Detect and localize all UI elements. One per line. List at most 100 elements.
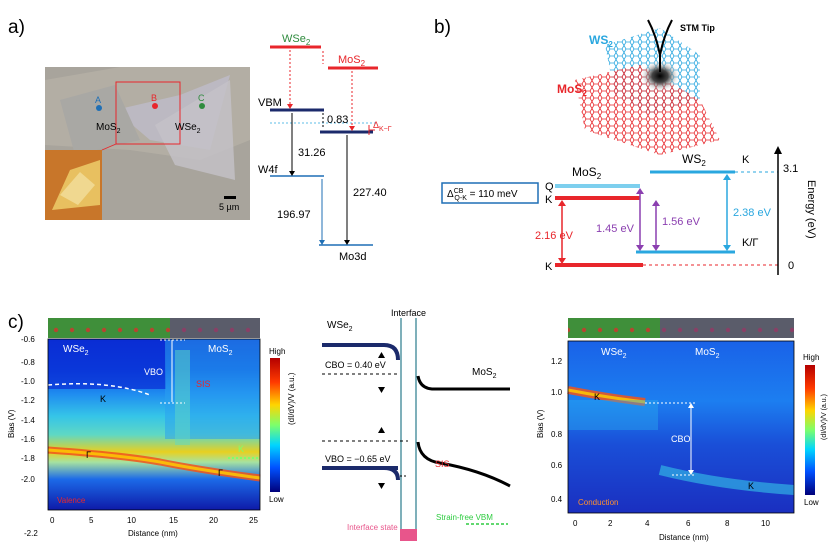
a-delta-label: ΔK−Γ	[373, 120, 392, 133]
right-spectroscopy-map	[567, 340, 795, 514]
a-value-3126: 31.26	[298, 147, 326, 159]
point-b-label: B	[151, 93, 157, 103]
c-left-ylabel: Bias (V)	[7, 409, 16, 438]
right-x-tick: 2	[608, 519, 613, 528]
left-x-tick: 10	[127, 516, 136, 525]
left-x-tick: 5	[89, 516, 94, 525]
c-right-mos2-label: MoS2	[695, 347, 720, 360]
c-left-gamma2-label: Γ	[218, 468, 223, 478]
b-gap-156: 1.56 eV	[662, 216, 701, 228]
right-x-tick: 4	[645, 519, 650, 528]
c-left-k2-label: K	[238, 444, 244, 454]
micro-mos2-label: MoS2	[96, 122, 121, 135]
point-a-marker	[96, 105, 102, 111]
left-x-tick: 25	[249, 516, 258, 525]
left-y-tick: -1.4	[21, 416, 35, 425]
right-y-ticks: 1.2 1.0 0.8 0.6 0.4	[551, 357, 563, 504]
b-mos2-band-label: MoS2	[572, 165, 602, 181]
c-mid-interface-state-label: Interface state	[347, 523, 398, 532]
panel-c-label: c)	[8, 312, 24, 333]
right-x-tick: 10	[761, 519, 770, 528]
c-left-gamma1-label: Γ	[86, 450, 91, 460]
left-y-tick: -0.8	[21, 358, 35, 367]
left-colorbar	[270, 358, 280, 492]
b-ws2-lattice-label: WS2	[589, 33, 613, 49]
a-mos2-label: MoS2	[338, 54, 366, 68]
b-k-bottom-label: K	[545, 261, 553, 273]
point-c-label: C	[198, 93, 205, 103]
left-y-tick: -2.2	[24, 529, 38, 538]
c-right-conduction-label: Conduction	[578, 498, 618, 507]
c-right-ylabel: Bias (V)	[536, 409, 545, 438]
c-left-wse2-label: WSe2	[63, 344, 89, 357]
right-y-tick: 1.2	[551, 357, 563, 366]
b-k-right-label: K	[742, 154, 750, 166]
a-mo3d-label: Mo3d	[339, 251, 367, 263]
right-y-tick: 0.6	[551, 461, 563, 470]
micro-wse2-label: WSe2	[175, 122, 201, 135]
energy-axis-label: Energy (eV)	[805, 180, 817, 239]
c-mid-interface-label: Interface	[391, 308, 426, 318]
right-y-tick: 0.8	[551, 430, 563, 439]
c-right-cbo-label: CBO	[671, 434, 691, 444]
a-w4f-label: W4f	[258, 164, 279, 176]
right-y-tick: 1.0	[551, 388, 563, 397]
c-mid-sis-label: SIS	[435, 459, 450, 469]
c-left-vbo-label: VBO	[144, 367, 163, 377]
b-kgamma-label: K/Γ	[742, 237, 758, 249]
b-gap-238: 2.38 eV	[733, 207, 772, 219]
b-value-31: 3.1	[783, 163, 798, 175]
c-right-wse2-label: WSe2	[601, 347, 627, 360]
panel-a-label: a)	[8, 17, 25, 38]
lattice-illustration	[575, 19, 720, 155]
a-value-22740: 227.40	[353, 187, 387, 199]
panel-a-energy-diagram	[270, 45, 378, 246]
a-vbm-label: VBM	[258, 97, 282, 109]
left-colorbar-low: Low	[269, 495, 284, 504]
left-x-ticks: 0 5 10 15 20 25	[50, 516, 258, 525]
c-mid-mos2-label: MoS2	[472, 367, 497, 380]
c-mid-vbo-label: VBO = −0.65 eV	[325, 454, 391, 464]
point-b-marker	[152, 103, 158, 109]
point-a-label: A	[95, 95, 101, 105]
b-q-label: Q	[545, 181, 554, 193]
c-left-valence-label: Valence	[57, 496, 86, 505]
c-left-sis-label: SIS	[196, 379, 211, 389]
c-right-xlabel: Distance (nm)	[659, 533, 709, 542]
c-right-k2-label: K	[748, 481, 754, 491]
right-colorbar-label: (dI/dV)/V (a.u.)	[821, 394, 828, 440]
left-spectroscopy-map	[47, 338, 261, 511]
left-y-tick: -2.0	[21, 475, 35, 484]
right-colorbar	[805, 365, 815, 495]
left-colorbar-label: (dI/dV)/V (a.u.)	[287, 372, 296, 425]
left-topography-strip	[48, 318, 260, 338]
c-mid-cbo-label: CBO = 0.40 eV	[325, 360, 386, 370]
scale-bar-label: 5 µm	[219, 202, 239, 212]
b-mos2-lattice-label: MoS2	[557, 82, 587, 98]
c-left-mos2-label: MoS2	[208, 344, 233, 357]
left-y-tick: -1.6	[21, 435, 35, 444]
c-mid-strain-free-label: Strain-free VBM	[436, 513, 493, 522]
left-y-tick: -1.0	[21, 377, 35, 386]
a-value-19697: 196.97	[277, 209, 311, 221]
b-gap-145: 1.45 eV	[596, 223, 635, 235]
right-x-tick: 0	[573, 519, 578, 528]
left-x-tick: 15	[169, 516, 178, 525]
left-y-tick: -1.2	[21, 396, 35, 405]
left-y-tick: -0.6	[21, 335, 35, 344]
c-left-xlabel: Distance (nm)	[128, 529, 178, 538]
b-gap-216: 2.16 eV	[535, 230, 574, 242]
a-value-083: 0.83	[327, 114, 348, 126]
stm-tip-label: STM Tip	[680, 23, 715, 33]
interface-band-sketch	[322, 318, 511, 541]
right-x-tick: 6	[686, 519, 691, 528]
right-x-tick: 8	[725, 519, 730, 528]
b-value-0: 0	[788, 260, 794, 272]
right-y-tick: 0.4	[551, 495, 563, 504]
b-ws2-band-label: WS2	[682, 152, 706, 168]
point-c-marker	[199, 103, 205, 109]
c-right-k1-label: K	[594, 392, 600, 402]
left-colorbar-high: High	[269, 347, 285, 356]
